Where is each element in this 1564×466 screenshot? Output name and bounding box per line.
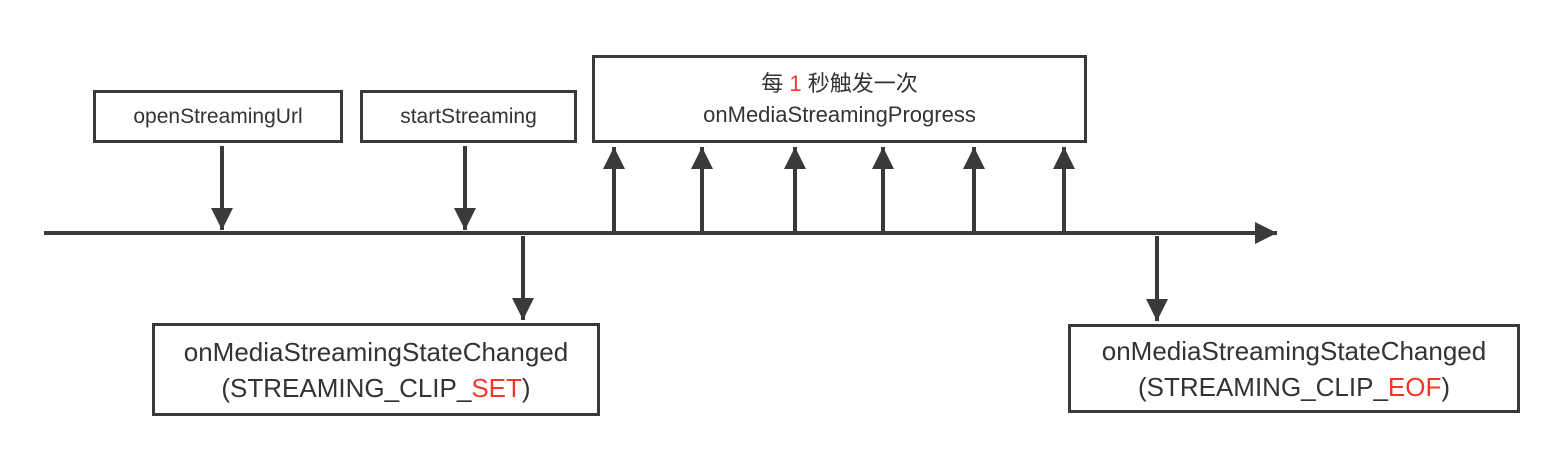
open-streaming-url-box: openStreamingUrl [93, 90, 343, 143]
progress-interval-line: 每 1 秒触发一次 [761, 68, 918, 99]
state-changed-set-param-value: SET [471, 372, 522, 403]
progress-interval-suffix: 秒触发一次 [801, 71, 918, 96]
start-streaming-label: startStreaming [400, 104, 537, 128]
start-streaming-box: startStreaming [360, 90, 577, 143]
open-streaming-url-label: openStreamingUrl [133, 104, 303, 128]
state-changed-eof-param-value: EOF [1387, 371, 1442, 402]
state-changed-eof-param-line: (STREAMING_CLIP_EOF) [1138, 369, 1450, 405]
state-changed-set-box: onMediaStreamingStateChanged (STREAMING_… [152, 323, 600, 416]
progress-interval-prefix: 每 [761, 71, 790, 96]
state-changed-set-callback-name: onMediaStreamingStateChanged [183, 336, 569, 367]
state-changed-eof-callback-name: onMediaStreamingStateChanged [1101, 335, 1487, 366]
state-changed-eof-param-suffix: ) [1441, 371, 1451, 402]
state-changed-eof-param-prefix: (STREAMING_CLIP_ [1137, 371, 1388, 402]
progress-interval-value: 1 [789, 71, 802, 96]
progress-callback-box: 每 1 秒触发一次 onMediaStreamingProgress [592, 55, 1087, 143]
state-changed-eof-box: onMediaStreamingStateChanged (STREAMING_… [1068, 324, 1520, 413]
state-changed-set-param-suffix: ) [521, 372, 531, 403]
progress-callback-name: onMediaStreamingProgress [703, 102, 976, 127]
state-changed-set-param-prefix: (STREAMING_CLIP_ [221, 372, 472, 403]
state-changed-set-param-line: (STREAMING_CLIP_SET) [221, 370, 530, 406]
